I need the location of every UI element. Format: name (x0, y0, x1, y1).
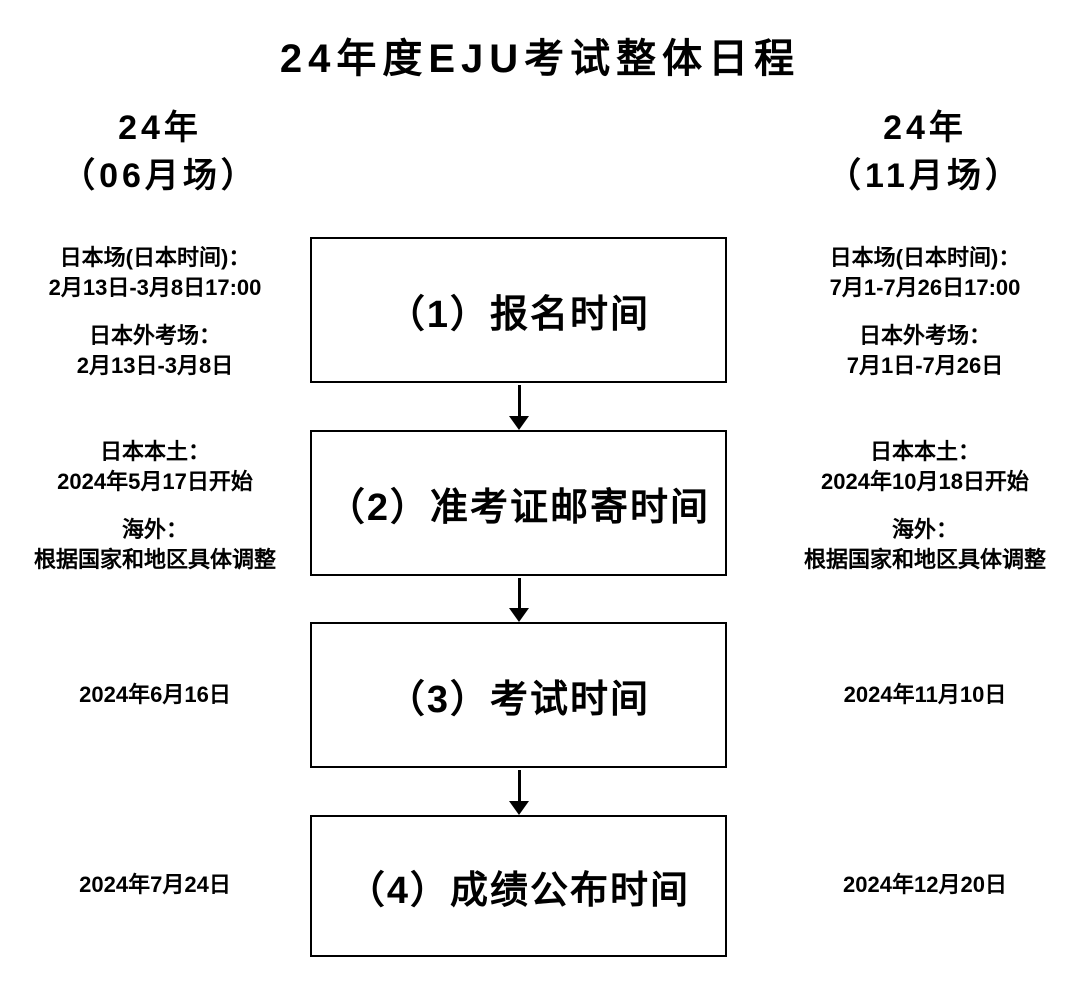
note-block: 日本场(日本时间)： 2月13日-3月8日17:00 (10, 243, 300, 303)
arrow-shaft (517, 385, 521, 416)
flow-step-4-label: （4）成绩公布时间 (346, 869, 691, 912)
flow-step-1-registration-box: （1）报名时间 (310, 237, 727, 383)
flow-step-4-results-box: （4）成绩公布时间 (310, 815, 727, 957)
note-line: 日本场(日本时间)： (829, 245, 1021, 270)
arrow-head (509, 416, 529, 430)
note-november-exam-date: 2024年11月10日 (780, 680, 1070, 710)
note-june-results-date: 2024年7月24日 (10, 870, 300, 900)
note-line: 日本场(日本时间)： (59, 245, 251, 270)
flow-step-2-label: （2）准考证邮寄时间 (326, 486, 711, 529)
note-line: 2024年6月16日 (79, 682, 231, 707)
note-line: 2024年5月17日开始 (57, 469, 253, 494)
note-june-registration: 日本场(日本时间)： 2月13日-3月8日17:00 日本外考场： 2月13日-… (10, 243, 300, 381)
flow-step-3-exam-date-box: （3）考试时间 (310, 622, 727, 768)
note-line: 根据国家和地区具体调整 (803, 547, 1046, 572)
column-header-june-label: （06月场） (61, 157, 259, 195)
note-line: 日本外考场： (88, 323, 221, 348)
flow-step-1-label: （1）报名时间 (386, 293, 651, 336)
arrow-head (509, 801, 529, 815)
note-block: 2024年12月20日 (780, 870, 1070, 900)
note-block: 日本场(日本时间)： 7月1-7月26日17:00 (780, 243, 1070, 303)
note-line: 2024年12月20日 (843, 872, 1007, 897)
column-header-june-year: 24年 (118, 109, 202, 147)
arrow-down-icon (509, 385, 529, 430)
note-november-ticket-mailing: 日本本土： 2024年10月18日开始 海外： 根据国家和地区具体调整 (780, 437, 1070, 575)
note-line: 2月13日-3月8日 (76, 353, 234, 378)
flow-step-3-label: （3）考试时间 (386, 678, 651, 721)
note-line: 2月13日-3月8日17:00 (48, 275, 262, 300)
note-block: 2024年6月16日 (10, 680, 300, 710)
note-line: 海外： (891, 517, 958, 542)
note-block: 日本本土： 2024年10月18日开始 (780, 437, 1070, 497)
note-november-results-date: 2024年12月20日 (780, 870, 1070, 900)
note-line: 2024年11月10日 (843, 682, 1007, 707)
note-line: 根据国家和地区具体调整 (33, 547, 276, 572)
column-header-november-year: 24年 (883, 109, 967, 147)
note-block: 2024年11月10日 (780, 680, 1070, 710)
note-block: 2024年7月24日 (10, 870, 300, 900)
note-line: 海外： (121, 517, 188, 542)
note-block: 海外： 根据国家和地区具体调整 (10, 515, 300, 575)
note-june-exam-date: 2024年6月16日 (10, 680, 300, 710)
note-block: 日本本土： 2024年5月17日开始 (10, 437, 300, 497)
column-header-november-label: （11月场） (827, 157, 1023, 195)
note-block: 日本外考场： 2月13日-3月8日 (10, 321, 300, 381)
arrow-shaft (517, 770, 521, 801)
note-line: 7月1-7月26日17:00 (829, 275, 1021, 300)
note-block: 日本外考场： 7月1日-7月26日 (780, 321, 1070, 381)
arrow-shaft (517, 578, 521, 608)
note-november-registration: 日本场(日本时间)： 7月1-7月26日17:00 日本外考场： 7月1日-7月… (780, 243, 1070, 381)
note-line: 日本本土： (869, 439, 980, 464)
note-block: 海外： 根据国家和地区具体调整 (780, 515, 1070, 575)
note-line: 日本外考场： (858, 323, 991, 348)
note-line: 7月1日-7月26日 (846, 353, 1004, 378)
note-line: 日本本土： (99, 439, 210, 464)
arrow-down-icon (509, 578, 529, 622)
note-line: 2024年7月24日 (79, 872, 231, 897)
arrow-down-icon (509, 770, 529, 815)
note-line: 2024年10月18日开始 (821, 469, 1029, 494)
page-title: 24年度EJU考试整体日程 (279, 37, 801, 81)
flow-step-2-admission-ticket-box: （2）准考证邮寄时间 (310, 430, 727, 576)
column-header-november-session: 24年 （11月场） (775, 104, 1075, 200)
column-header-june-session: 24年 （06月场） (10, 104, 310, 200)
note-june-ticket-mailing: 日本本土： 2024年5月17日开始 海外： 根据国家和地区具体调整 (10, 437, 300, 575)
arrow-head (509, 608, 529, 622)
